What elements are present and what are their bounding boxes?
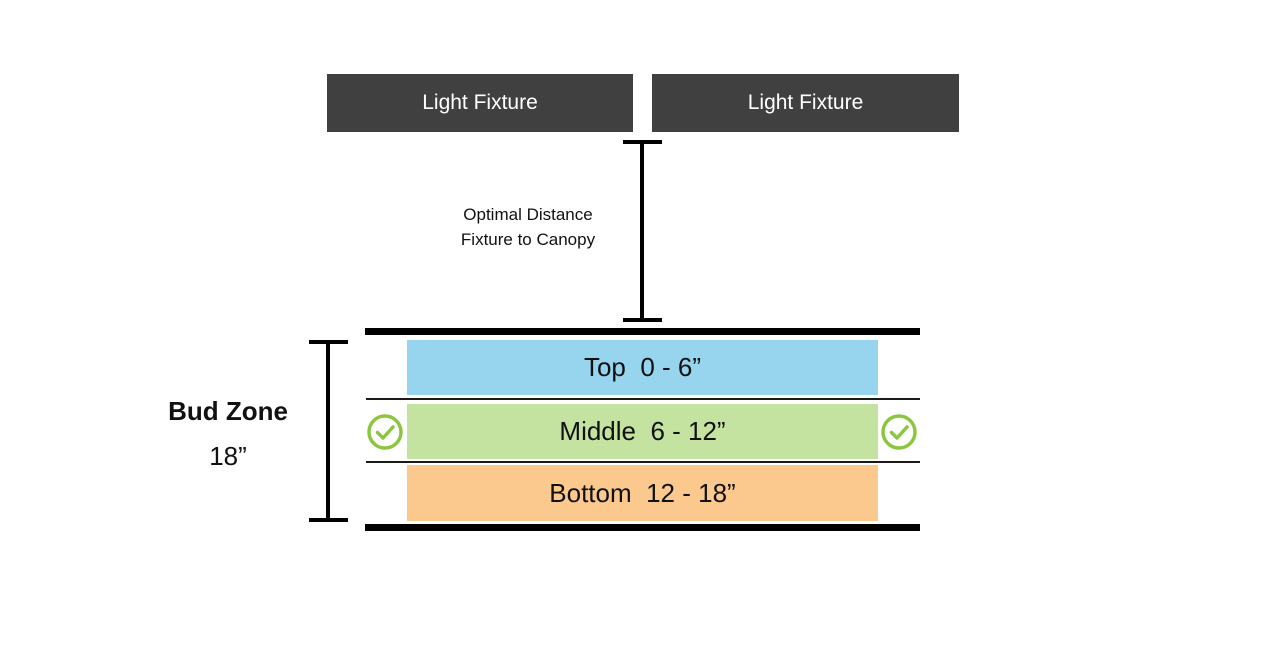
light-fixture-right: Light Fixture bbox=[652, 74, 959, 132]
zone-divider-2 bbox=[366, 461, 920, 463]
distance-label: Optimal Distance Fixture to Canopy bbox=[430, 202, 626, 252]
light-fixture-right-label: Light Fixture bbox=[747, 91, 864, 114]
light-fixture-left: Light Fixture bbox=[327, 74, 633, 132]
canopy-top-bar bbox=[365, 328, 920, 335]
bud-zone-title: Bud Zone bbox=[168, 396, 288, 426]
check-circle-icon bbox=[881, 414, 917, 450]
bud-zone-size: 18” bbox=[209, 441, 247, 471]
light-fixture-left-label: Light Fixture bbox=[422, 91, 538, 114]
zone-divider-1 bbox=[366, 398, 920, 400]
distance-marker-stem bbox=[640, 140, 644, 322]
zone-middle-label: Middle 6 - 12” bbox=[559, 416, 726, 446]
distance-label-line2: Fixture to Canopy bbox=[460, 230, 596, 249]
zone-middle: Middle 6 - 12” bbox=[407, 404, 878, 459]
canopy-bottom-bar bbox=[365, 524, 920, 531]
distance-marker-bottom-cap bbox=[623, 318, 662, 322]
zone-top-label: Top 0 - 6” bbox=[583, 352, 702, 382]
distance-label-line1: Optimal Distance bbox=[463, 205, 593, 224]
zone-bottom: Bottom 12 - 18” bbox=[407, 465, 878, 521]
check-circle-icon bbox=[367, 414, 403, 450]
bud-zone-marker-bottom-cap bbox=[309, 518, 348, 522]
zone-bottom-label: Bottom 12 - 18” bbox=[549, 477, 736, 508]
bud-zone-marker-stem bbox=[326, 340, 330, 522]
zone-top: Top 0 - 6” bbox=[407, 340, 878, 395]
